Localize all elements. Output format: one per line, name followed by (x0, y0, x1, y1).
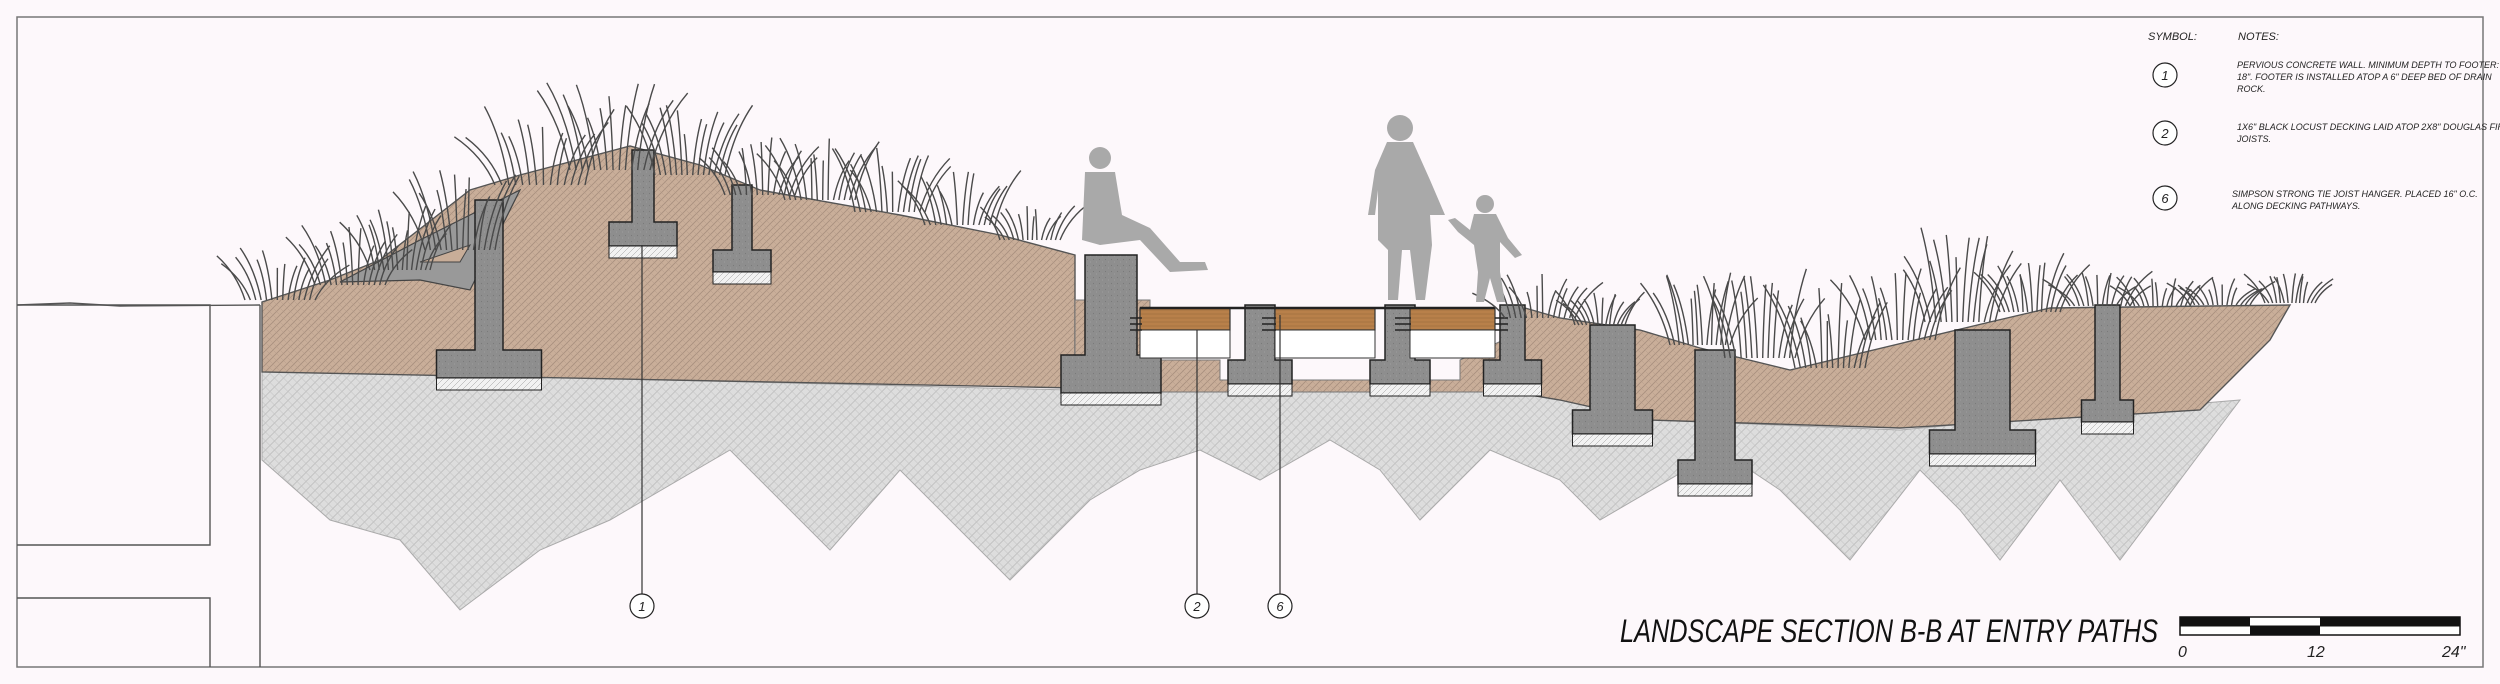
callout-2: 2 (1184, 593, 1210, 619)
deck-bay-2 (1274, 307, 1376, 331)
callout-2-label: 2 (1192, 599, 1201, 614)
callout-1-label: 1 (638, 599, 645, 614)
legend-note-6-line-1: SIMPSON STRONG TIE JOIST HANGER. PLACED … (2232, 189, 2478, 199)
sheet-border (16, 16, 2484, 668)
joist-space-1 (1139, 329, 1231, 359)
joist-hangers (1130, 317, 1508, 331)
legend-note-1-line-3: ROCK. (2237, 84, 2266, 94)
legend-note-6-line-2: ALONG DECKING PATHWAYS. (2231, 201, 2360, 211)
drain-rock-bed-2 (608, 245, 678, 259)
drain-rock-bed-4 (1060, 392, 1162, 406)
joist-space-2 (1274, 329, 1376, 359)
callout-6: 6 (1267, 593, 1293, 619)
drain-rock-bed-5 (1227, 383, 1293, 397)
legend-note-2-line-1: 1X6" BLACK LOCUST DECKING LAID ATOP 2X8"… (2237, 122, 2500, 132)
scale-label-0: 0 (2178, 644, 2187, 661)
scale-bar: 0 12 24" (2178, 616, 2467, 661)
ornamental-grass-plantings (216, 82, 2334, 369)
drawing-title: LANDSCAPE SECTION B-B AT ENTRY PATHS (1620, 613, 2158, 649)
legend-note-2-line-2: JOISTS. (2236, 134, 2271, 144)
scale-label-12: 12 (2307, 644, 2325, 661)
drain-rock-bed-3 (712, 271, 772, 285)
drain-rock-bed-6 (1369, 383, 1431, 397)
decking-pathway (1130, 306, 1508, 359)
callout-leaders (641, 245, 1281, 594)
drain-rock-bed-10 (1929, 453, 2036, 467)
legend-symbol-1-label: 1 (2161, 68, 2168, 83)
legend-block: SYMBOL: NOTES: 1 PERVIOUS CONCRETE WALL.… (2148, 31, 2500, 211)
drain-rock-bed-11 (2081, 421, 2134, 435)
existing-building-outline (16, 302, 261, 667)
pervious-concrete-walls (435, 149, 2135, 497)
legend-notes-header: NOTES: (2238, 31, 2279, 43)
legend-symbol-2-label: 2 (2160, 126, 2169, 141)
drain-rock-bed-9 (1677, 483, 1753, 497)
joist-space-3 (1409, 329, 1496, 359)
legend-symbol-1 (2152, 62, 2178, 88)
standing-adult-figure (1368, 115, 1445, 300)
callout-1: 1 (629, 593, 655, 619)
drain-rock-bed-7 (1483, 383, 1542, 397)
legend-symbol-6-label: 6 (2161, 191, 2169, 206)
deck-bay-1 (1139, 307, 1231, 331)
callout-6-label: 6 (1276, 599, 1284, 614)
seated-figure (1082, 147, 1208, 272)
legend-symbol-6 (2152, 185, 2178, 211)
legend-symbol-2 (2152, 120, 2178, 146)
drain-rock-bed-8 (1572, 433, 1653, 447)
scale-label-24: 24" (2441, 644, 2467, 661)
subgrade-zone (261, 369, 2242, 611)
standing-child-figure (1448, 195, 1522, 302)
deck-bay-3 (1409, 307, 1496, 331)
legend-symbol-header: SYMBOL: (2148, 31, 2197, 43)
legend-note-1-line-2: 18". FOOTER IS INSTALLED ATOP A 6" DEEP … (2237, 72, 2492, 82)
legend-note-1-line-1: PERVIOUS CONCRETE WALL. MINIMUM DEPTH TO… (2237, 60, 2500, 70)
drain-rock-bed-1 (436, 377, 542, 391)
